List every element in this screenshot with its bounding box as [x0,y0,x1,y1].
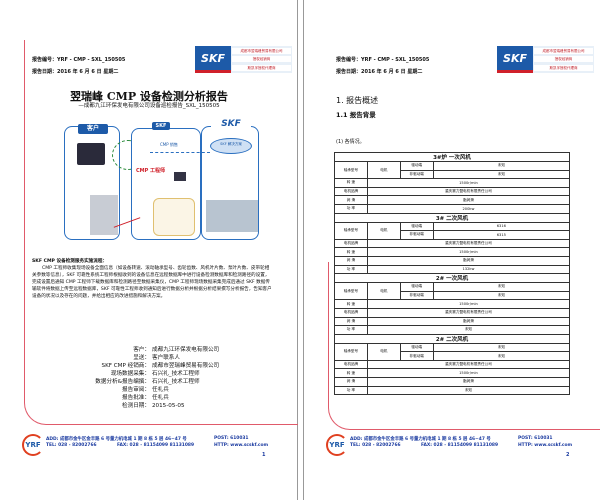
page-number: 2 [566,452,570,458]
info-value: 任礼兵 [152,387,169,393]
info-value: 石兴礼_技术工程师 [152,371,200,377]
instrument-photo [153,198,195,236]
yrf-logo: YRF [22,434,44,456]
report-date: 报告日期：2016 年 6 月 6 日 星期二 [336,69,423,75]
page-2: 报告编号：YRF - CMP - SXL_150505 报告日期：2016 年 … [303,0,600,500]
table-row: 润 滑脂润滑 [334,195,571,205]
table-row: 轴承型号电机驱动端未知 [334,342,571,361]
table-row: 润 滑脂润滑 [334,377,571,387]
info-row: 报告审阅：任礼兵 [0,386,298,394]
worker-photo [90,195,118,235]
page-number: 1 [262,452,266,458]
table-row: 轴承型号电机驱动端未知 [334,160,571,180]
info-row: 现场数据采集：石兴礼_技术工程师 [0,370,298,378]
table-row: 电机品牌重庆赛力盟电机有限责任公司 [334,359,571,370]
yrf-logo: YRF [326,434,348,456]
report-number: 报告编号：YRF - CMP - SXL_150505 [336,57,430,63]
page-frame [24,40,298,425]
info-row: 检测日期：2015-05-05 [0,402,298,410]
page-frame [328,262,600,430]
info-value: 客户联系人 [152,355,180,361]
table-title-row: 2# 一次风机 [334,273,570,284]
info-label: 呈送： [133,355,150,361]
info-value: 成都市翌瑞峰贸易有限公司 [152,363,220,369]
info-label: 报告审阅： [122,387,150,393]
info-label: 报告批准： [122,395,150,401]
report-date: 报告日期：2016 年 6 月 6 日 星期二 [32,69,119,75]
section-heading: 1. 报告概述 [336,96,379,105]
info-row: SKF CMP 经销商：成都市翌瑞峰贸易有限公司 [0,362,298,370]
table-row: 功 率未知 [334,385,571,396]
info-value: 石兴礼_技术工程师 [152,379,200,385]
info-value: 2015-05-05 [152,403,185,409]
info-row: 报告批准：任礼兵 [0,394,298,402]
table-row: 润 滑脂润滑 [334,316,571,327]
skf-logo: SKF 成都市翌瑞峰贸易有限公司授权经销商斯凯孚授权代理商 [497,46,594,73]
table-row: 轴承型号电机驱动端未知 [334,282,571,301]
table-row: 润 滑脂润滑 [334,255,571,266]
table-row: 电机品牌重庆赛力盟电机有限责任公司 [334,307,571,318]
factory-icon [77,143,105,165]
table-caption: (1) 各情况。 [336,139,365,145]
solution-photos [206,200,258,232]
info-value: 成都九江环保发电有限公司 [152,347,220,353]
table-title-row: 3# 二次风机 [334,212,570,223]
info-label: 数据分析&报告编撰： [95,379,150,385]
table-title-row: 3#炉 一次风机 [334,152,570,162]
info-label: 检测日期： [122,403,150,409]
report-title: 翌瑞峰 CMP 设备检测分析报告 [70,90,228,103]
info-row: 呈送：客户联系人 [0,354,298,362]
info-value: 任礼兵 [152,395,169,401]
info-row: 数据分析&报告编撰：石兴礼_技术工程师 [0,378,298,386]
process-description: SKF CMP 设备检测服务实施流程： CMP 工程师收集现场设备全面信息（如设… [32,259,272,299]
info-label: SKF CMP 经销商： [101,363,150,369]
info-row: 客户：成都九江环保发电有限公司 [0,346,298,354]
skf-logo: SKF 成都市翌瑞峰贸易有限公司授权经销商斯凯孚授权代理商 [195,46,292,73]
report-number: 报告编号：YRF - CMP - SXL_150505 [32,57,126,63]
report-subtitle: —成都九江环保发电有限公司设备巡检报告_SXL_150505 [78,103,220,109]
table-title-row: 2# 二次风机 [334,333,570,344]
subsection-heading: 1.1 报告背景 [336,111,376,119]
page-1: 报告编号：YRF - CMP - SXL_150505 报告日期：2016 年 … [0,0,298,500]
info-label: 客户： [133,347,150,353]
table-row: 电机品牌重庆赛力盟电机有限责任公司 [334,238,571,249]
computer-icon [174,172,186,181]
info-label: 现场数据采集： [110,371,150,377]
table-row: 功 率未知 [334,325,571,335]
table-row: 电机品牌重庆赛力盟电机有限责任公司 [334,186,571,197]
